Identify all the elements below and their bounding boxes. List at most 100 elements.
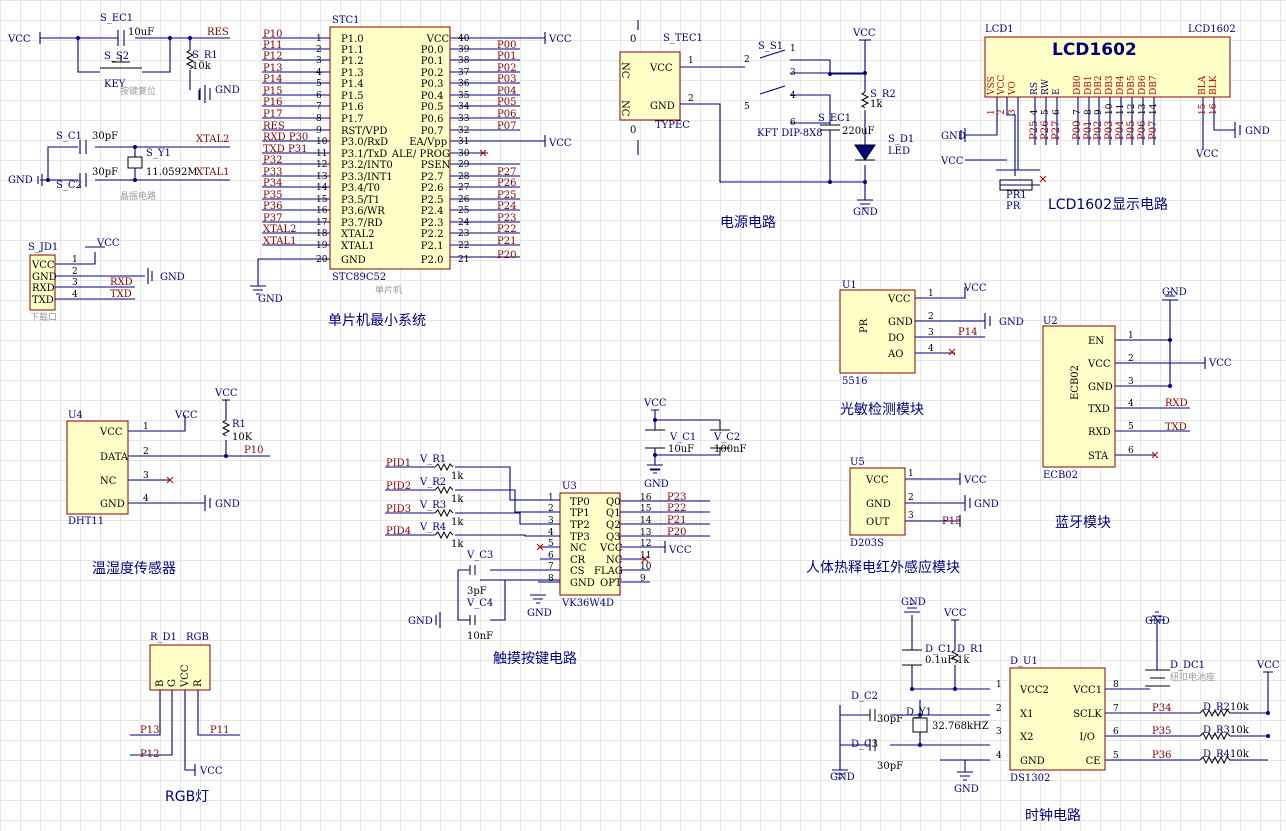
mcu-pin-number: 40: [458, 34, 470, 44]
vcc-label: VCC: [852, 28, 876, 39]
ref-u4: U4: [68, 410, 83, 421]
caption-clock: 时钟电路: [1025, 807, 1081, 824]
lcd-pin-label: DB2: [1094, 75, 1104, 95]
clock-pin-number: 8: [1113, 680, 1119, 690]
val-r1: 10K: [232, 432, 253, 443]
header-pin-number: 4: [72, 290, 78, 300]
ref-d-c2: D_C2: [851, 691, 878, 702]
mcu-pin-label: P1.7: [341, 114, 364, 125]
dht-pin-label: NC: [100, 476, 117, 487]
touch-pin-number: 1: [548, 493, 554, 503]
bt-pin-number: 6: [1128, 446, 1134, 456]
touch-resistor-value: 1k: [451, 539, 464, 550]
lcd-pin-label: BLA: [1198, 75, 1208, 95]
bt-pin-number: 5: [1128, 422, 1134, 432]
ref-key: KEY: [104, 79, 126, 90]
lcd-pin-number: 16: [1209, 103, 1219, 115]
ref-s-c2: S_C2: [56, 180, 82, 191]
header-pin-number: 2: [72, 267, 78, 277]
mcu-pin-number: 38: [458, 56, 470, 66]
lcd-net-label: P01: [1083, 121, 1094, 140]
clock-pin-label: X1: [1020, 709, 1033, 720]
part-pr: PR: [1006, 201, 1021, 212]
gnd-label: GND: [954, 784, 979, 795]
mcu-pin-number: 31: [458, 137, 469, 147]
gnd-label: GND: [160, 272, 185, 283]
pir-pin-number: 3: [908, 511, 914, 521]
light-pin-number: 1: [928, 289, 934, 299]
header-pin-label: RXD: [32, 283, 55, 294]
touch-pin-label: GND: [570, 578, 595, 589]
touch-pin-label: CR: [570, 555, 586, 566]
lcd-pin-label: DB7: [1149, 75, 1159, 95]
val-v-c3: 3pF: [467, 586, 487, 597]
vcc-label: VCC: [96, 238, 120, 249]
val-s-c2: 30pF: [92, 167, 118, 178]
ref-s-s2: S_S2: [104, 51, 129, 62]
net-p15: P15: [942, 516, 961, 527]
bt-pin-label: RXD: [1088, 427, 1111, 438]
clock-pin-label: X2: [1020, 732, 1033, 743]
part-lcd1602: LCD1602: [1188, 24, 1236, 35]
mcu-pin-label: P1.2: [341, 56, 364, 67]
header-pin-number: 1: [72, 255, 78, 265]
val-d-r1: 1k: [957, 655, 970, 666]
lcd-pin-number: 5: [1041, 109, 1051, 115]
net-rxd: RXD: [110, 277, 133, 288]
clock-resistor-ref: D_R4: [1203, 749, 1230, 760]
touch-pid-label: PID2: [386, 481, 411, 492]
mcu-pin-number: 15: [316, 195, 328, 205]
mcu-pin-number: 17: [316, 218, 328, 228]
mcu-net-label: XTAL2: [263, 224, 296, 235]
header-pin-label: GND: [32, 272, 57, 283]
switch-pin-number: 1: [790, 44, 796, 54]
vcc-label: VCC: [963, 283, 987, 294]
clock-pin-number: 7: [1113, 704, 1119, 714]
net-xtal2: XTAL2: [196, 134, 229, 145]
mcu-pin-label: P3.6/WR: [341, 206, 385, 217]
pin-nc: NC: [619, 62, 630, 79]
lcd-pin-label: VSS: [987, 76, 997, 96]
mcu-pin-label: P0.1: [421, 56, 444, 67]
touch-resistor-ref: V_R3: [419, 500, 446, 511]
mcu-pin-number: 19: [316, 241, 328, 251]
ref-v-c2: V_C2: [713, 432, 740, 443]
mcu-pin-number: 24: [458, 218, 470, 228]
touch-pin-number: 6: [548, 551, 554, 561]
clock-net-label: P34: [1152, 703, 1171, 714]
mcu-pin-label: P1.1: [341, 45, 364, 56]
lcd-pin-number: 14: [1149, 103, 1159, 115]
switch-pin-number: 4: [790, 91, 796, 101]
mcu-pin-label: P3.3/INT1: [341, 172, 393, 183]
ref-rgb: RGB: [186, 632, 209, 643]
mcu-pin-number: 12: [316, 160, 327, 170]
net-p12: P12: [140, 749, 159, 760]
net-p13: P13: [140, 725, 159, 736]
mcu-pin-label: P3.2/INT0: [341, 160, 393, 171]
typec-pin-number: 1: [688, 56, 694, 66]
part-dht11: DHT11: [68, 516, 104, 527]
touch-pin-label: TP1: [570, 508, 590, 519]
caption-dht: 温湿度传感器: [92, 560, 176, 577]
touch-pin-number: 8: [548, 574, 554, 584]
mcu-net-label: P23: [497, 213, 516, 224]
pir-pin-number: 1: [908, 469, 914, 479]
lcd-net-label: P05: [1126, 121, 1137, 140]
ref-s-ec1: S_EC1: [100, 13, 133, 24]
touch-pin-number: 14: [640, 516, 652, 526]
mcu-pin-number: 9: [316, 126, 322, 136]
mcu-pin-number: 25: [458, 206, 470, 216]
mcu-net-label: P12: [263, 51, 282, 62]
caption-lcd: LCD1602显示电路: [1048, 197, 1168, 213]
mcu-net-label: P00: [497, 40, 516, 51]
touch-pin-label: TP2: [570, 520, 590, 531]
lcd-net-label: P03: [1104, 121, 1115, 140]
lcd-pin-number: 4: [1030, 109, 1040, 115]
bt-pin-label: TXD: [1088, 404, 1110, 415]
ref-s-d1: S_D1: [888, 134, 914, 145]
mcu-pin-label: PSEN: [421, 160, 451, 171]
touch-pin-label: NC: [570, 543, 587, 554]
